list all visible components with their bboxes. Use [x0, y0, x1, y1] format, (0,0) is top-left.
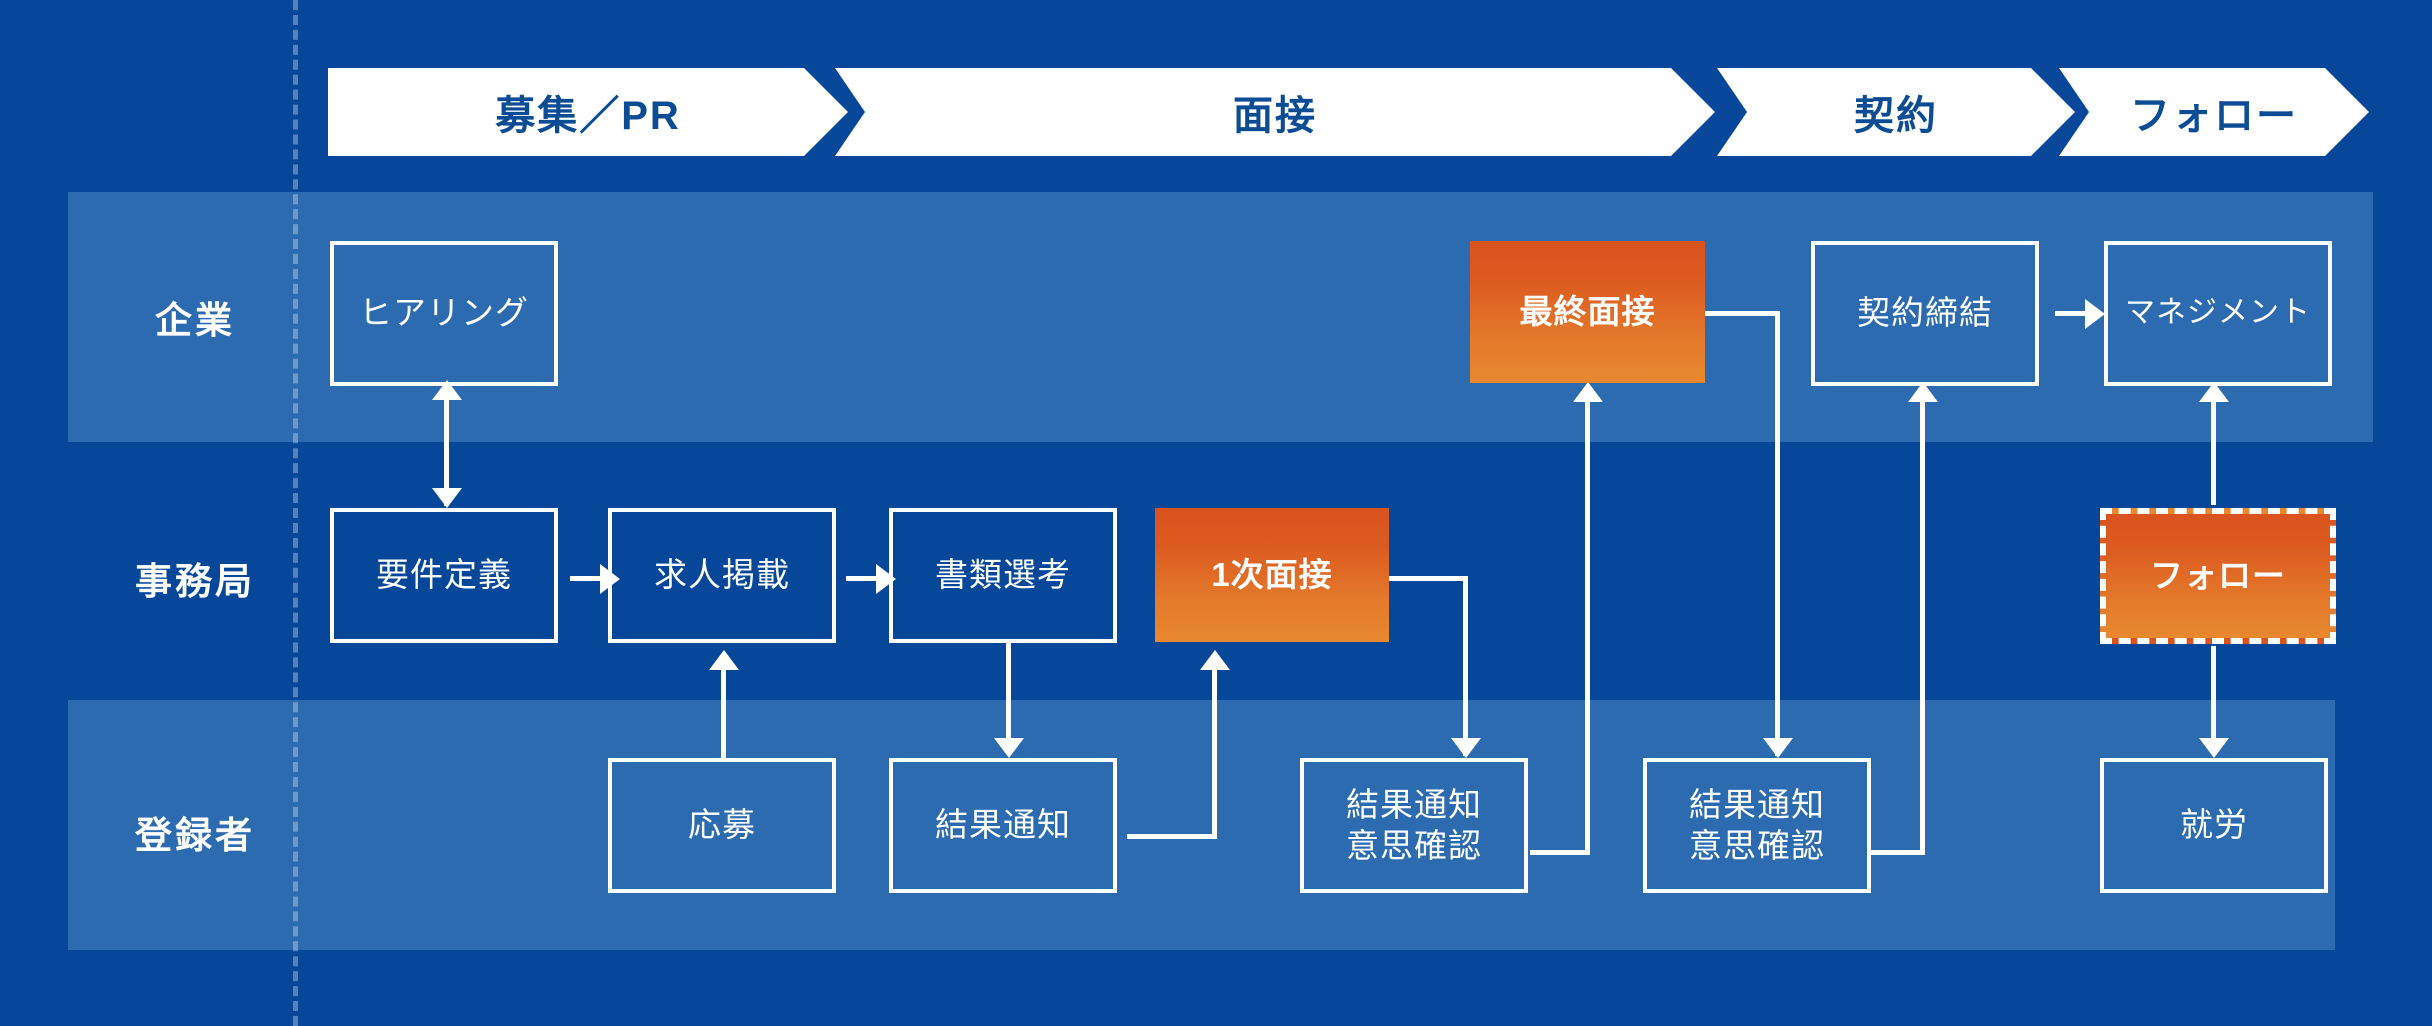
connector-requirement-jobposting — [570, 576, 610, 581]
node-employment-label: 就労 — [2180, 806, 2248, 844]
lane-band-registrant — [68, 700, 2335, 950]
connector-resultnotice2-contract-v — [1920, 390, 1925, 853]
lane-label-registrant: 登録者 — [100, 800, 290, 864]
arrowhead-up-management-from-follow — [2199, 382, 2229, 402]
connector-resultnotice1-finalinterview-v — [1585, 390, 1590, 853]
connector-firstinterview-resultnotice1-h — [1388, 576, 1468, 581]
connector-application-jobposting — [721, 660, 726, 760]
arrowhead-down-resultnotice1 — [1451, 738, 1481, 758]
phase-header-recruit-label: 募集／PR — [495, 94, 681, 138]
phase-header-contract-label: 契約 — [1854, 94, 1938, 138]
phase-divider-dashed-line — [293, 0, 298, 1026]
phase-header-follow[interactable]: フォロー — [2059, 68, 2369, 156]
node-employment[interactable]: 就労 — [2100, 758, 2328, 893]
phase-header-interview[interactable]: 面接 — [835, 68, 1715, 156]
phase-header-interview-label: 面接 — [1233, 94, 1317, 138]
node-contract-conclude-label: 契約締結 — [1857, 294, 1993, 332]
node-final-interview[interactable]: 最終面接 — [1470, 241, 1705, 383]
connector-resultnotice-firstinterview-h — [1127, 834, 1217, 839]
arrowhead-up-finalinterview — [1573, 382, 1603, 402]
node-result-notice-intent-2[interactable]: 結果通知 意思確認 — [1643, 758, 1871, 893]
connector-finalinterview-resultnotice2-v — [1775, 311, 1780, 756]
arrowhead-up-firstinterview — [1200, 650, 1230, 670]
connector-finalinterview-resultnotice2-h — [1700, 311, 1780, 316]
phase-header-recruit[interactable]: 募集／PR — [328, 68, 848, 156]
arrowhead-down-resultnotice2 — [1763, 738, 1793, 758]
lane-band-company — [68, 192, 2373, 442]
arrowhead-down-employment — [2199, 738, 2229, 758]
node-result-notice-label: 結果通知 — [935, 806, 1071, 844]
node-hearing-label: ヒアリング — [359, 294, 529, 332]
arrowhead-down-resultnotice — [994, 738, 1024, 758]
connector-followup-employment — [2211, 646, 2216, 750]
node-hearing[interactable]: ヒアリング — [330, 241, 558, 386]
connector-resultnotice-firstinterview-v — [1212, 660, 1217, 837]
arrowhead-up-contract — [1908, 382, 1938, 402]
lane-label-registrant-text: 登録者 — [135, 815, 255, 856]
node-requirement-definition-label: 要件定義 — [376, 556, 512, 594]
node-follow-up[interactable]: フォロー — [2100, 508, 2336, 644]
arrowhead-up-jobposting — [709, 650, 739, 670]
connector-followup-management — [2211, 390, 2216, 505]
connector-screening-resultnotice — [1006, 640, 1011, 750]
arrowhead-down-requirement — [432, 488, 462, 508]
node-follow-up-label: フォロー — [2150, 556, 2286, 594]
node-final-interview-label: 最終面接 — [1519, 292, 1656, 330]
connector-resultnotice1-finalinterview-h — [1530, 850, 1590, 855]
node-result-notice-intent-1[interactable]: 結果通知 意思確認 — [1300, 758, 1528, 893]
node-application-label: 応募 — [688, 806, 756, 844]
connector-resultnotice2-contract-h — [1870, 850, 1925, 855]
node-management[interactable]: マネジメント — [2104, 241, 2332, 386]
node-first-interview-label: 1次面接 — [1211, 555, 1333, 593]
arrowhead-right-management — [2085, 299, 2105, 329]
node-result-notice[interactable]: 結果通知 — [889, 758, 1117, 893]
connector-contract-management — [2055, 311, 2095, 316]
connector-hearing-requirement — [444, 386, 449, 506]
node-requirement-definition[interactable]: 要件定義 — [330, 508, 558, 643]
lane-label-office: 事務局 — [100, 546, 290, 610]
node-job-posting-label: 求人掲載 — [654, 556, 790, 594]
phase-header-follow-label: フォロー — [2130, 94, 2298, 138]
node-document-screening-label: 書類選考 — [935, 556, 1071, 594]
node-document-screening[interactable]: 書類選考 — [889, 508, 1117, 643]
node-first-interview[interactable]: 1次面接 — [1155, 508, 1389, 642]
phase-header-contract[interactable]: 契約 — [1717, 68, 2075, 156]
connector-jobposting-screening — [846, 576, 886, 581]
node-result-notice-intent-1-label: 結果通知 意思確認 — [1346, 786, 1482, 864]
node-result-notice-intent-2-label: 結果通知 意思確認 — [1689, 786, 1825, 864]
lane-label-company-text: 企業 — [155, 300, 235, 341]
node-management-label: マネジメント — [2125, 296, 2311, 330]
node-application[interactable]: 応募 — [608, 758, 836, 893]
lane-label-office-text: 事務局 — [135, 561, 255, 602]
node-contract-conclude[interactable]: 契約締結 — [1811, 241, 2039, 386]
lane-label-company: 企業 — [110, 285, 280, 349]
connector-firstinterview-resultnotice1-v — [1463, 576, 1468, 756]
node-job-posting[interactable]: 求人掲載 — [608, 508, 836, 643]
